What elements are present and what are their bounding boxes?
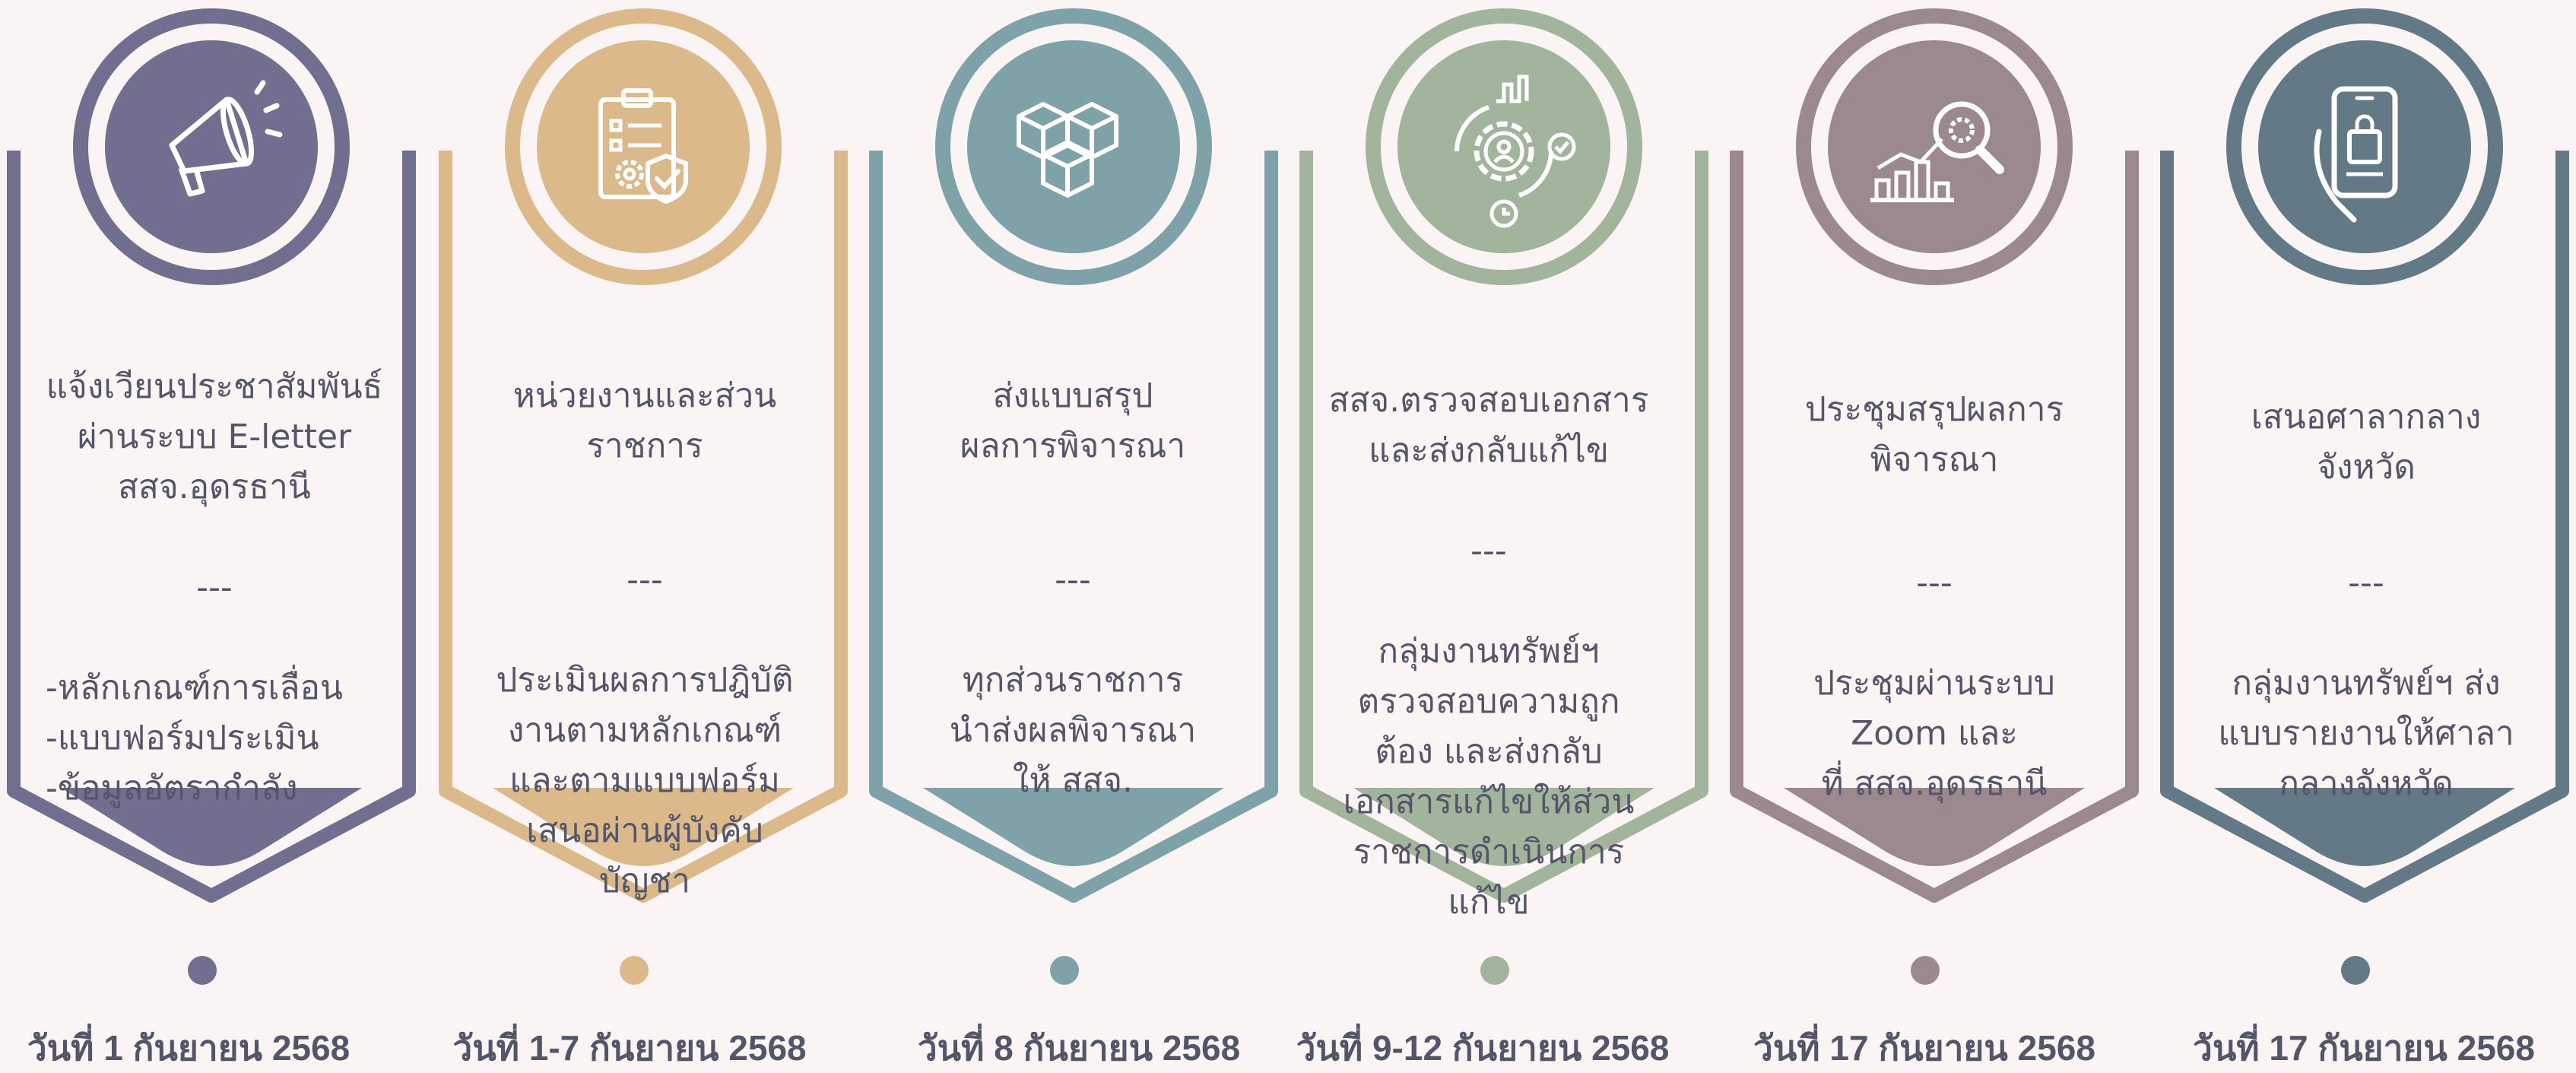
step-4-text: สสจ.ตรวจสอบเอกสาร และส่งกลับแก้ไข --- กล… xyxy=(1306,325,1671,978)
step-3-arrow-tip xyxy=(923,788,1224,866)
step-1-title: แจ้งเวียนประชาสัมพันธ์ ผ่านระบบ E-letter… xyxy=(46,367,383,506)
step-5-title: ประชุมสรุปผลการ พิจารณา xyxy=(1804,390,2064,479)
step-1-description: -หลักเกณฑ์การเลื่อน -แบบฟอร์มประเมิน -ข้… xyxy=(46,668,343,808)
step-6-description: กลุ่มงานทรัพย์ฯ ส่ง แบบรายงานให้ศาลา กลา… xyxy=(2218,664,2514,803)
step-6-disc xyxy=(2258,40,2471,253)
step-3-ring xyxy=(935,8,1212,285)
step-5-arrow-tip xyxy=(1784,788,2085,866)
step-3-frame xyxy=(869,151,1278,903)
step-5-date: วันที่ 17 กันยายน 2568 xyxy=(1753,1028,2095,1068)
megaphone-icon xyxy=(169,80,283,197)
step-2-ring xyxy=(505,8,782,285)
step-6-frame xyxy=(2160,151,2569,903)
step-3-description: ทุกส่วนราชการ นำส่งผลพิจารณา ให้ สสจ. xyxy=(949,661,1197,800)
boxes-icon xyxy=(1017,102,1118,198)
step-1-text: แจ้งเวียนประชาสัมพันธ์ ผ่านระบบ E-letter… xyxy=(32,312,397,864)
step-2-separator: --- xyxy=(627,560,663,599)
step-1-timeline-dot xyxy=(188,956,217,985)
step-3-separator: --- xyxy=(1055,560,1091,599)
step-1 xyxy=(7,5,416,985)
step-6-separator: --- xyxy=(2348,563,2384,602)
step-2-timeline-dot xyxy=(620,956,649,985)
step-4-disc xyxy=(1397,40,1610,253)
step-6-arrow-tip xyxy=(2214,788,2515,866)
step-4-separator: --- xyxy=(1470,532,1507,570)
step-1-separator: --- xyxy=(196,568,233,607)
step-6-title: เสนอศาลากลาง จังหวัด xyxy=(2251,398,2482,487)
step-2-description: ประเมินผลการปฎิบัติ งานตามหลักเกณฑ์ และต… xyxy=(496,661,794,900)
step-4 xyxy=(1299,5,1708,985)
step-6-ring xyxy=(2226,8,2503,285)
step-4-date: วันที่ 9-12 กันยายน 2568 xyxy=(1296,1028,1670,1068)
chart-magnifier-icon xyxy=(1870,101,2004,202)
step-2 xyxy=(439,5,848,985)
step-3-date: วันที่ 8 กันยายน 2568 xyxy=(917,1028,1241,1068)
step-4-timeline-dot xyxy=(1480,956,1509,985)
step-2-date: วันที่ 1-7 กันยายน 2568 xyxy=(452,1028,807,1068)
step-5-text: ประชุมสรุปผลการ พิจารณา --- ประชุมผ่านระ… xyxy=(1752,335,2117,859)
step-4-title: สสจ.ตรวจสอบเอกสาร และส่งกลับแก้ไข xyxy=(1328,381,1649,470)
step-5-timeline-dot xyxy=(1911,956,1940,985)
step-5 xyxy=(1730,5,2139,985)
step-1-arrow-tip xyxy=(61,788,362,866)
step-4-arrow-tip xyxy=(1353,788,1654,866)
clipboard-gear-check-icon xyxy=(598,88,688,205)
step-2-text: หน่วยงานและส่วนราชการ --- ประเมินผลการปฎ… xyxy=(462,321,827,957)
step-2-arrow-tip xyxy=(493,788,794,866)
step-3-timeline-dot xyxy=(1050,956,1079,985)
step-5-description: ประชุมผ่านระบบ Zoom และ ที่ สสจ.อุดรธานี xyxy=(1813,664,2055,803)
gear-user-cycle-icon xyxy=(1455,75,1576,228)
step-1-ring xyxy=(73,8,350,285)
step-5-separator: --- xyxy=(1916,563,1953,602)
step-4-ring xyxy=(1366,8,1642,285)
step-6-timeline-dot xyxy=(2341,956,2370,985)
step-6 xyxy=(2160,5,2569,985)
step-2-title: หน่วยงานและส่วนราชการ xyxy=(512,376,777,465)
step-3 xyxy=(869,5,1278,985)
step-4-description: กลุ่มงานทรัพย์ฯ ตรวจสอบความถูก ต้อง และส… xyxy=(1343,632,1635,922)
step-1-disc xyxy=(105,40,318,253)
step-2-frame xyxy=(439,151,848,903)
step-5-frame xyxy=(1730,151,2139,903)
step-1-frame xyxy=(7,151,416,903)
step-1-date: วันที่ 1 กันยายน 2568 xyxy=(27,1028,351,1068)
step-6-date: วันที่ 17 กันยายน 2568 xyxy=(2193,1028,2535,1068)
step-6-text: เสนอศาลากลาง จังหวัด --- กลุ่มงานทรัพย์ฯ… xyxy=(2184,342,2549,859)
step-4-frame xyxy=(1299,151,1708,903)
phone-shopping-icon xyxy=(2314,86,2398,223)
step-5-ring xyxy=(1796,8,2073,285)
step-3-text: ส่งแบบสรุป ผลการพิจารณา --- ทุกส่วนราชกา… xyxy=(890,321,1255,856)
step-3-title: ส่งแบบสรุป ผลการพิจารณา xyxy=(960,376,1186,465)
